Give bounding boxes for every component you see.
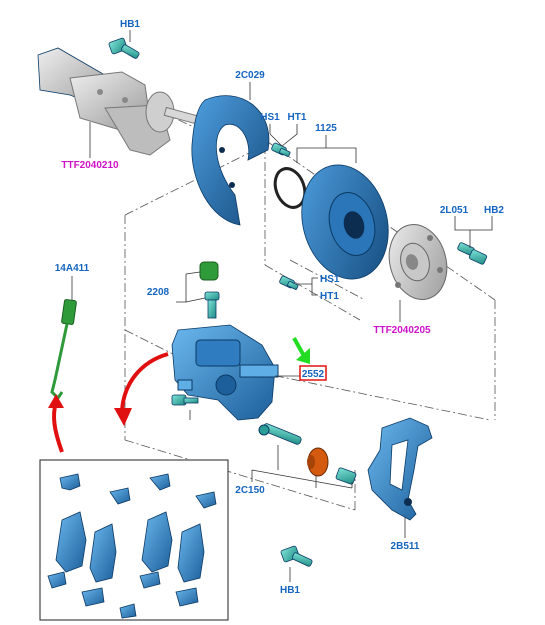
label-14a411[interactable]: 14A411 [55,263,90,274]
screw-hs1-mid[interactable] [279,275,299,290]
guide-sleeve[interactable] [335,467,357,485]
screw-hs1-top[interactable] [271,142,291,157]
label-hb1-bottom[interactable]: HB1 [280,585,300,596]
label-hs1-top[interactable]: HS1 [260,112,280,123]
label-ht1-mid[interactable]: HT1 [320,291,339,302]
dust-shield-2c029[interactable] [191,95,270,226]
label-1125[interactable]: 1125 [315,123,337,134]
rear-axle-knuckle[interactable] [37,47,198,156]
o-ring[interactable] [270,164,310,211]
brake-caliper-2552[interactable] [171,324,279,421]
green-pointer-arrow [292,337,310,364]
highlight-box-2552 [299,365,327,381]
pad-clip [59,473,217,509]
brake-pad-kit-inset[interactable] [39,459,229,621]
caliper-bolt[interactable] [171,394,199,406]
label-hs1-mid[interactable]: HS1 [320,274,340,285]
label-2b511[interactable]: 2B511 [391,541,420,552]
label-2c029[interactable]: 2C029 [235,70,265,81]
label-hb2[interactable]: HB2 [484,205,504,216]
bleed-screw-cap[interactable] [199,261,220,319]
bolt-hb1-bottom[interactable] [280,545,313,567]
red-arrow-up [48,394,64,453]
pad-shim [47,571,199,619]
brake-disc-1125[interactable] [289,155,400,289]
label-ht1-top[interactable]: HT1 [288,112,307,123]
label-ttf2040205[interactable]: TTF2040205 [373,325,431,336]
label-2c150[interactable]: 2C150 [235,485,265,496]
caliper-bracket-2b511[interactable] [367,417,433,521]
brake-pad [55,511,205,583]
wear-sensor-14a411[interactable] [50,299,77,401]
label-2552[interactable]: 2552 [302,369,325,380]
rubber-boot[interactable] [307,447,329,477]
label-2l051[interactable]: 2L051 [440,205,469,216]
label-hb1-top[interactable]: HB1 [120,19,140,30]
hub-bolt-hb2[interactable] [457,242,488,265]
bolt-hb1-top[interactable] [108,37,140,59]
red-arrow-down [114,352,169,426]
guide-pin[interactable] [258,423,302,445]
wheel-hub[interactable] [381,218,455,306]
label-ttf2040210[interactable]: TTF2040210 [61,160,119,171]
label-2208[interactable]: 2208 [147,287,170,298]
